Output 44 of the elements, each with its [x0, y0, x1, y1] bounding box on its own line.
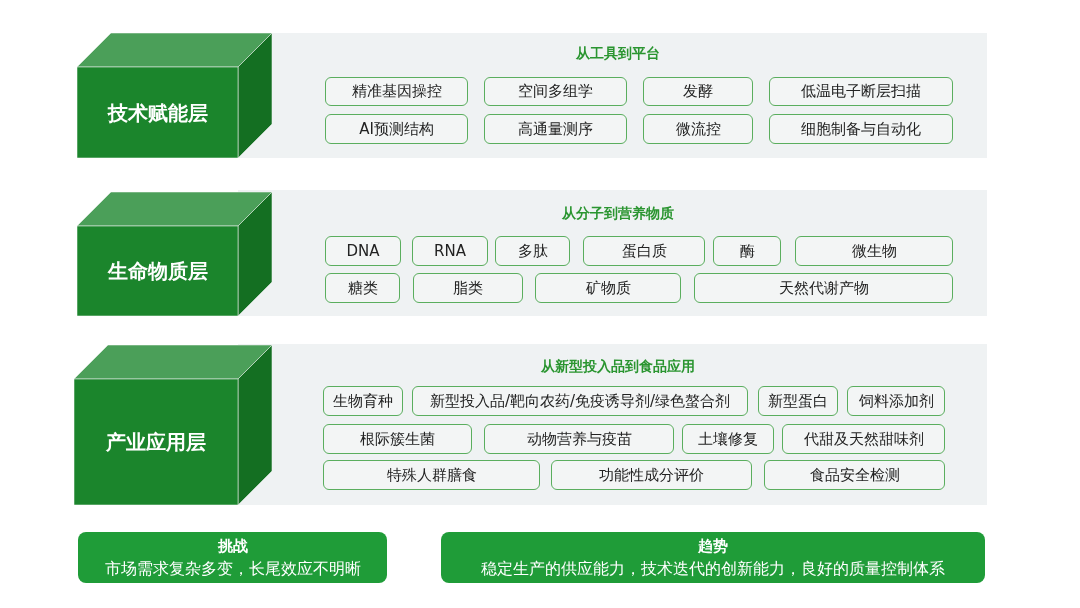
panel-heading: 从分子到营养物质	[562, 204, 674, 222]
panel-heading: 从新型投入品到食品应用	[541, 357, 695, 375]
keyword-tag: 多肽	[495, 236, 570, 266]
keyword-tag: 发酵	[643, 77, 753, 106]
layer-title: 产业应用层	[106, 430, 206, 454]
keyword-tag: 空间多组学	[484, 77, 627, 106]
keyword-tag: 矿物质	[535, 273, 681, 303]
keyword-tag: 新型蛋白	[758, 386, 838, 416]
keyword-tag: 微生物	[795, 236, 953, 266]
keyword-tag: 酶	[713, 236, 781, 266]
keyword-tag: 脂类	[413, 273, 523, 303]
keyword-tag: 新型投入品/靶向农药/免疫诱导剂/绿色螯合剂	[412, 386, 748, 416]
summary-card	[78, 532, 387, 583]
keyword-tag: 低温电子断层扫描	[769, 77, 953, 106]
keyword-tag: 细胞制备与自动化	[769, 114, 953, 144]
layer-panel	[238, 190, 987, 316]
keyword-tag: 微流控	[643, 114, 753, 144]
keyword-tag: 土壤修复	[682, 424, 774, 454]
keyword-tag: 根际簇生菌	[323, 424, 472, 454]
keyword-tag: 生物育种	[323, 386, 403, 416]
keyword-tag: RNA	[412, 236, 488, 266]
panel-heading: 从工具到平台	[576, 44, 660, 62]
layer-panel	[238, 344, 987, 505]
keyword-tag: 特殊人群膳食	[323, 460, 540, 490]
layer-title: 技术赋能层	[107, 100, 208, 125]
keyword-tag: 代甜及天然甜味剂	[782, 424, 945, 454]
summary-card	[441, 532, 985, 583]
keyword-tag: DNA	[325, 236, 401, 266]
keyword-tag: 功能性成分评价	[551, 460, 752, 490]
card-heading: 趋势	[698, 536, 728, 556]
card-text: 稳定生产的供应能力，技术迭代的创新能力，良好的质量控制体系	[481, 558, 945, 579]
keyword-tag: 糖类	[325, 273, 400, 303]
keyword-tag: 食品安全检测	[764, 460, 945, 490]
keyword-tag: 精准基因操控	[325, 77, 468, 106]
layer-title: 生命物质层	[107, 259, 208, 283]
keyword-tag: 饲料添加剂	[847, 386, 945, 416]
layer-panel	[238, 33, 987, 158]
card-text: 市场需求复杂多变，长尾效应不明晰	[104, 558, 361, 579]
card-heading: 挑战	[217, 536, 248, 556]
keyword-tag: 蛋白质	[583, 236, 705, 266]
keyword-tag: 天然代谢产物	[694, 273, 953, 303]
keyword-tag: 动物营养与疫苗	[484, 424, 674, 454]
keyword-tag: AI预测结构	[325, 114, 468, 144]
keyword-tag: 高通量测序	[484, 114, 627, 144]
